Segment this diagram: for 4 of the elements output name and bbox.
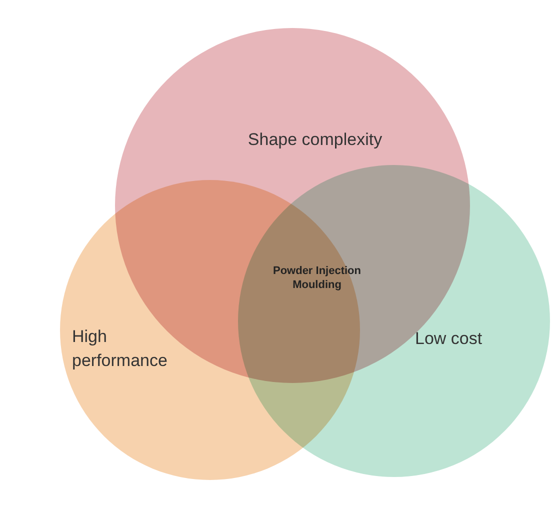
circle-label: Low cost xyxy=(415,328,484,350)
circle-label: Shape complexity xyxy=(246,129,384,151)
circle-label: High performance xyxy=(72,326,168,372)
overlap-label: Powder Injection Moulding xyxy=(272,264,362,292)
